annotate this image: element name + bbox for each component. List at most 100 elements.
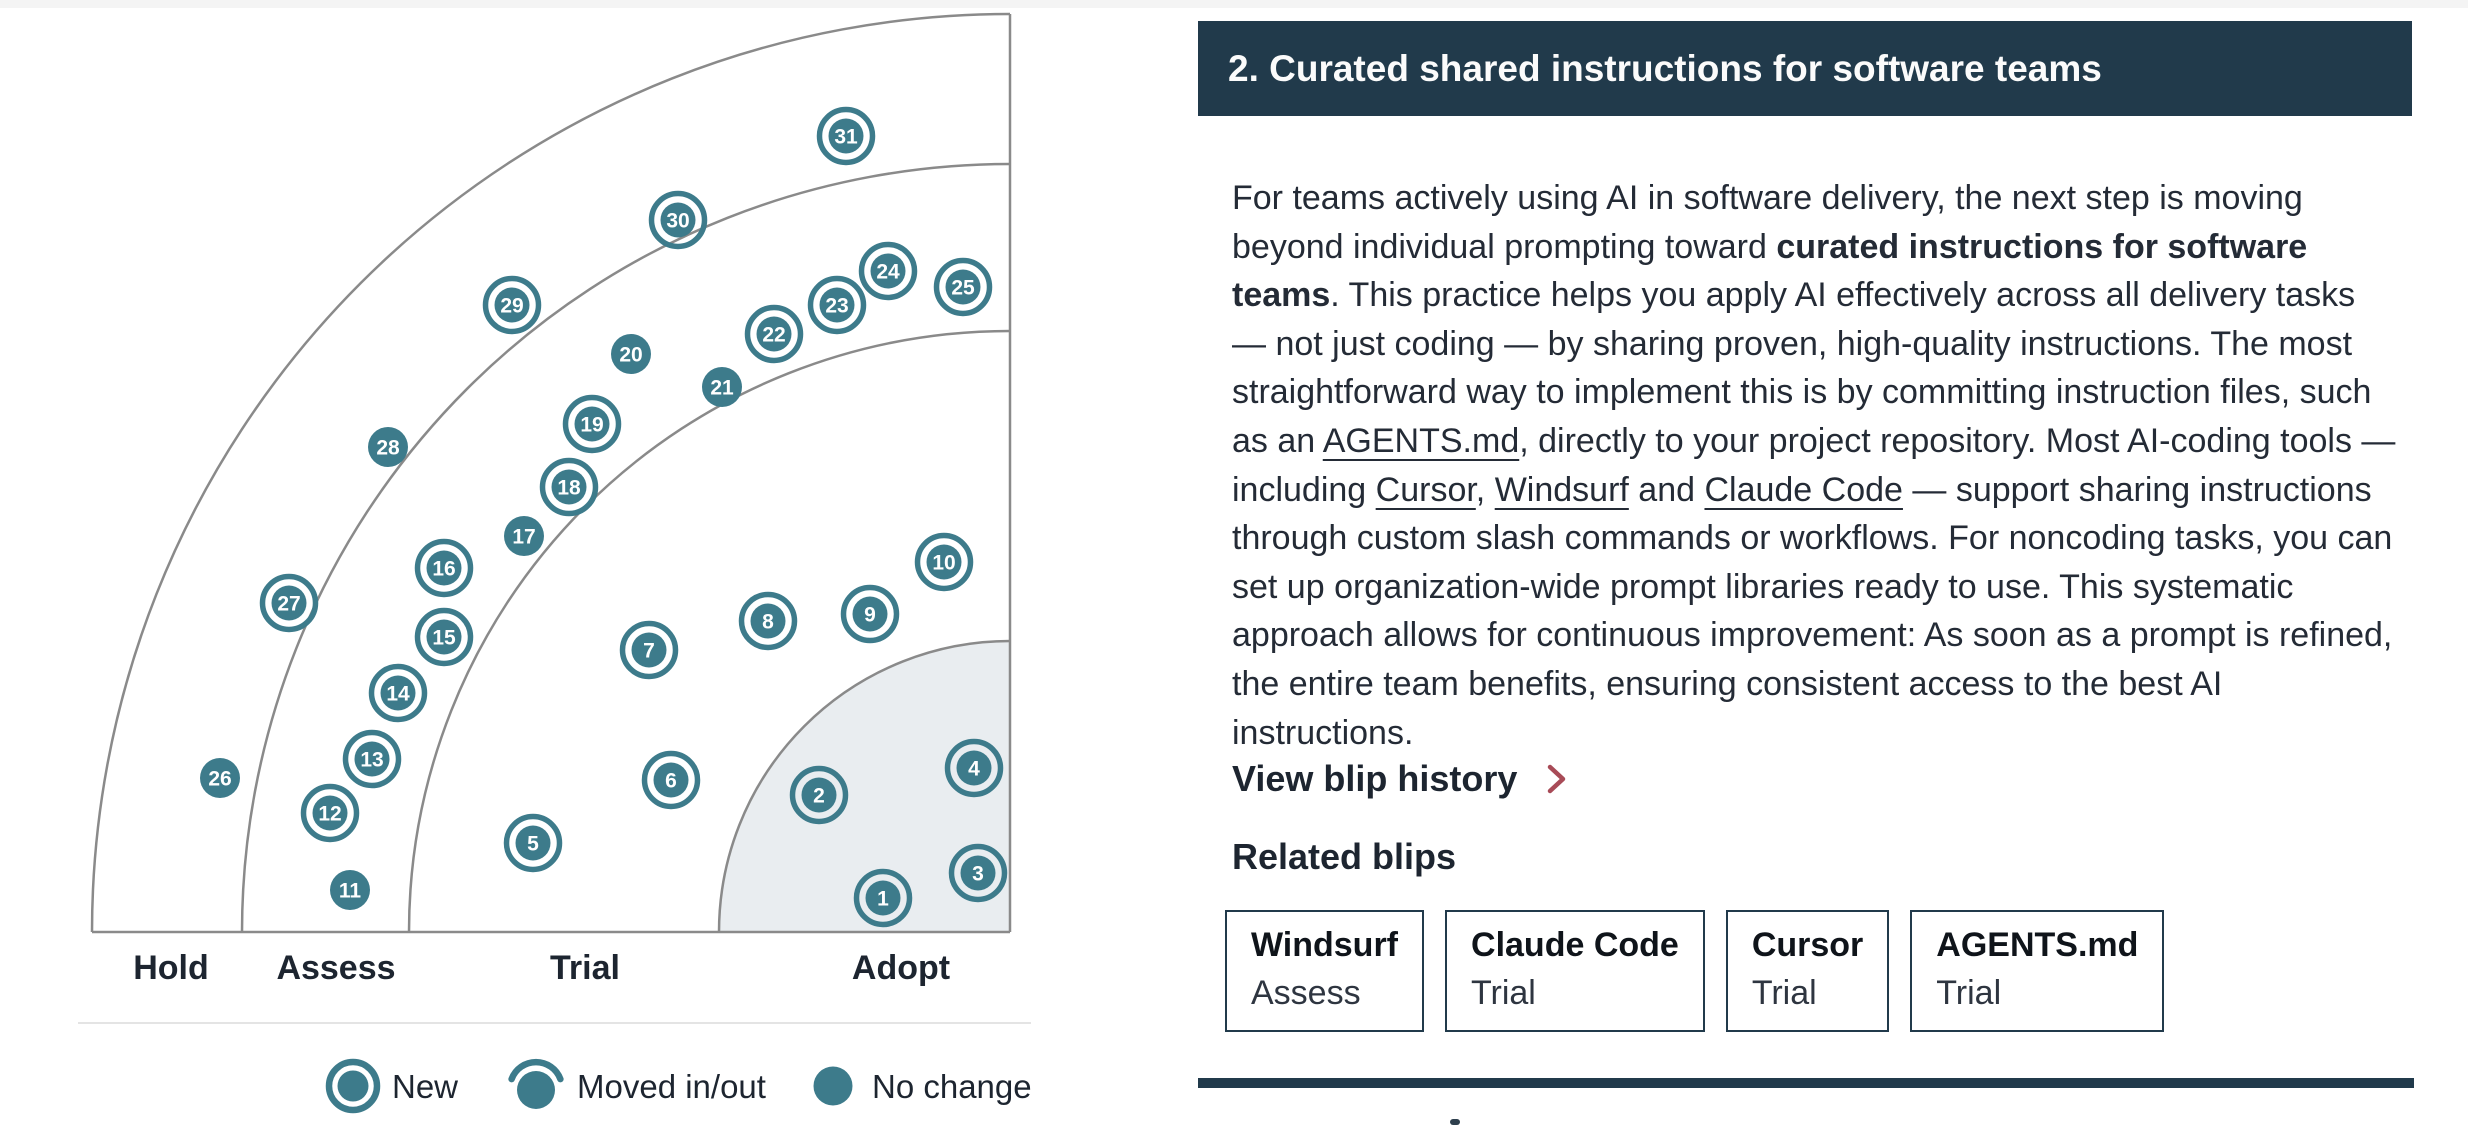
blip-21[interactable]: 21 xyxy=(702,367,742,407)
svg-text:23: 23 xyxy=(825,295,848,318)
blip-29[interactable]: 29 xyxy=(482,275,542,335)
svg-text:4: 4 xyxy=(968,758,980,781)
svg-text:15: 15 xyxy=(432,627,456,650)
legend-item-nochange: No change xyxy=(813,1066,1032,1106)
related-blip-ring: Trial xyxy=(1936,974,2002,1012)
blip-7[interactable]: 7 xyxy=(619,620,679,680)
new-blip-icon xyxy=(325,1058,381,1114)
blip-15[interactable]: 15 xyxy=(414,607,474,667)
blip-18[interactable]: 18 xyxy=(539,457,599,517)
chevron-right-icon xyxy=(1548,764,1566,794)
blip-17[interactable]: 17 xyxy=(504,516,544,556)
related-blip-card-cursor[interactable]: Cursor Trial xyxy=(1725,910,1890,1032)
legend-label-nochange: No change xyxy=(872,1068,1032,1105)
svg-text:6: 6 xyxy=(665,770,677,793)
blip-4[interactable]: 4 xyxy=(944,738,1004,798)
section-divider xyxy=(1198,1078,2414,1088)
link-agents-md[interactable]: AGENTS.md xyxy=(1322,421,1520,460)
blip-22[interactable]: 22 xyxy=(744,304,804,364)
blip-6[interactable]: 6 xyxy=(641,750,701,810)
svg-text:11: 11 xyxy=(339,880,362,903)
ring-label-assess: Assess xyxy=(276,949,395,987)
svg-text:22: 22 xyxy=(762,324,785,347)
related-blip-ring: Trial xyxy=(1751,974,1817,1012)
related-blips-heading: Related blips xyxy=(1232,836,1457,877)
blip-8[interactable]: 8 xyxy=(738,591,798,651)
blip-25[interactable]: 25 xyxy=(933,257,993,317)
svg-text:14: 14 xyxy=(386,683,410,706)
blip-detail-header: 2. Curated shared instructions for softw… xyxy=(1198,21,2412,116)
blip-12[interactable]: 12 xyxy=(300,783,360,843)
related-blip-name: AGENTS.md xyxy=(1936,926,2139,964)
assess-ring-arc xyxy=(240,162,1011,933)
legend-label-moved: Moved in/out xyxy=(577,1068,766,1105)
blip-2[interactable]: 2 xyxy=(789,765,849,825)
view-blip-history-link[interactable]: View blip history xyxy=(1232,758,1569,800)
blip-19[interactable]: 19 xyxy=(562,394,622,454)
blip-10[interactable]: 10 xyxy=(914,532,974,592)
blip-28[interactable]: 28 xyxy=(368,427,408,467)
svg-text:27: 27 xyxy=(277,593,300,616)
link-claude-code[interactable]: Claude Code xyxy=(1704,470,1903,509)
blip-16[interactable]: 16 xyxy=(414,538,474,598)
svg-text:7: 7 xyxy=(643,640,655,663)
legend-label-new: New xyxy=(392,1068,458,1105)
svg-text:17: 17 xyxy=(512,526,535,549)
blip-26[interactable]: 26 xyxy=(200,758,240,798)
related-blip-ring: Trial xyxy=(1471,974,1536,1012)
svg-text:28: 28 xyxy=(376,437,400,460)
blip-30[interactable]: 30 xyxy=(648,190,708,250)
blip-9[interactable]: 9 xyxy=(840,584,900,644)
related-blip-card-agents-md[interactable]: AGENTS.md Trial xyxy=(1910,910,2165,1032)
ring-label-hold: Hold xyxy=(133,949,209,987)
top-edge-strip xyxy=(0,0,2468,8)
blip-23[interactable]: 23 xyxy=(807,275,867,335)
svg-text:21: 21 xyxy=(710,377,734,400)
svg-text:12: 12 xyxy=(318,803,341,826)
svg-text:1: 1 xyxy=(877,888,889,911)
blip-13[interactable]: 13 xyxy=(342,729,402,789)
link-windsurf[interactable]: Windsurf xyxy=(1494,470,1629,509)
body-text: For teams actively using AI in software … xyxy=(1232,179,2303,266)
svg-text:8: 8 xyxy=(762,611,774,634)
svg-text:26: 26 xyxy=(208,768,231,791)
related-blip-card-windsurf[interactable]: Windsurf Assess xyxy=(1225,910,1425,1032)
svg-text:29: 29 xyxy=(500,295,523,318)
related-blip-name: Claude Code xyxy=(1471,926,1679,964)
blip-1[interactable]: 1 xyxy=(853,868,913,928)
adopt-ring-arc xyxy=(717,639,1011,933)
blip-24[interactable]: 24 xyxy=(858,241,918,301)
blip-3[interactable]: 3 xyxy=(948,843,1008,903)
link-cursor[interactable]: Cursor xyxy=(1375,470,1476,509)
svg-text:13: 13 xyxy=(360,749,383,772)
blip-27[interactable]: 27 xyxy=(259,573,319,633)
next-section-artifact xyxy=(1450,1119,1460,1125)
blip-description: For teams actively using AI in software … xyxy=(1232,179,2396,752)
blip-20[interactable]: 20 xyxy=(611,334,651,374)
blip-31[interactable]: 31 xyxy=(816,106,876,166)
blip-5[interactable]: 5 xyxy=(503,813,563,873)
svg-text:20: 20 xyxy=(619,344,642,367)
svg-text:25: 25 xyxy=(951,277,975,300)
related-blip-card-claude-code[interactable]: Claude Code Trial xyxy=(1445,910,1705,1032)
svg-text:9: 9 xyxy=(864,604,876,627)
hold-ring-arc xyxy=(90,12,1011,933)
nochange-blip-icon xyxy=(813,1066,853,1106)
blip-11[interactable]: 11 xyxy=(330,870,370,910)
blip-14[interactable]: 14 xyxy=(368,663,428,723)
svg-text:16: 16 xyxy=(432,558,455,581)
svg-text:5: 5 xyxy=(527,833,539,856)
body-bold: curated instructions for software teams xyxy=(1232,227,2308,315)
svg-text:30: 30 xyxy=(666,210,689,233)
legend-item-new: New xyxy=(325,1058,458,1114)
ring-label-trial: Trial xyxy=(550,949,620,987)
legend-item-moved: Moved in/out xyxy=(508,1058,766,1109)
moved-blip-icon xyxy=(508,1058,564,1083)
adopt-ring-fill xyxy=(719,641,1010,932)
radar-legend: New Moved in/out No change xyxy=(325,1058,1032,1114)
svg-text:31: 31 xyxy=(834,126,858,149)
svg-text:2: 2 xyxy=(813,785,825,808)
